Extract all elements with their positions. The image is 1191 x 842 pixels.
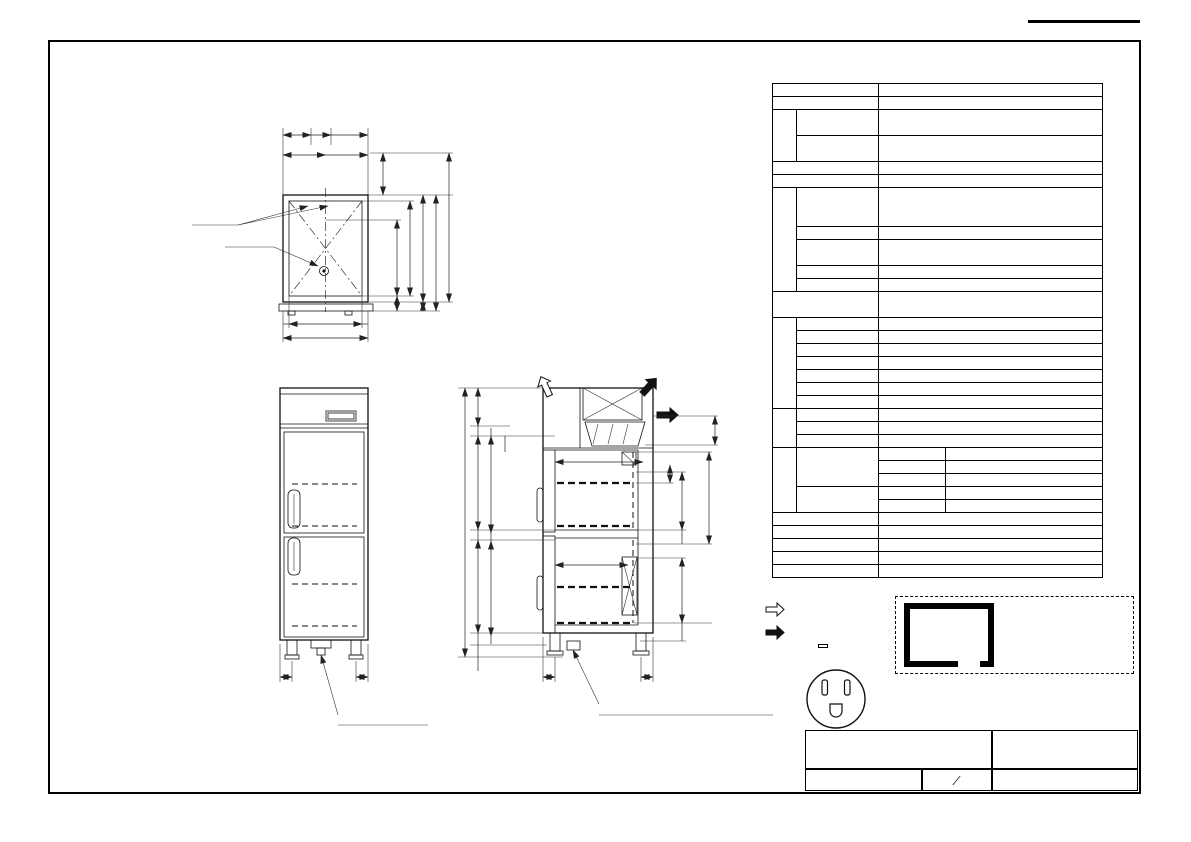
spec-sublabel [878, 486, 946, 500]
date-cell [805, 769, 922, 791]
scale-cell: ⁄ [922, 769, 992, 791]
spec-value [878, 265, 1103, 279]
min-install-area-box [895, 596, 1134, 674]
spec-value [878, 343, 1103, 357]
spec-label [796, 486, 879, 513]
spec-value [878, 174, 1103, 188]
title-block: ⁄ [805, 730, 1138, 791]
spec-label [772, 564, 879, 578]
spec-label [796, 382, 879, 396]
spec-label [796, 226, 879, 240]
reference-no-cell [992, 730, 1138, 769]
spec-label [796, 317, 879, 331]
cad-drawing [192, 128, 785, 726]
room-door-gap [958, 661, 980, 667]
airflow-legend [765, 601, 785, 641]
spec-label [796, 239, 879, 266]
spec-sublabel [878, 473, 946, 487]
room-outline-icon [904, 603, 994, 667]
spec-value [945, 447, 1103, 461]
spec-label [772, 551, 879, 565]
addressee-cell [805, 730, 992, 769]
spec-value [878, 434, 1103, 448]
spec-value [878, 135, 1103, 162]
spec-value [878, 369, 1103, 383]
spec-value [878, 239, 1103, 266]
spec-label [772, 174, 879, 188]
spec-value [878, 330, 1103, 344]
spec-value [878, 382, 1103, 396]
spec-table [772, 83, 1103, 578]
power-plug-icon [806, 669, 866, 729]
spec-label [772, 512, 879, 526]
spec-value [878, 291, 1103, 318]
side-view [458, 376, 773, 716]
spec-value [878, 187, 1103, 227]
brand-logo [1028, 18, 1140, 23]
spec-value [878, 408, 1103, 422]
spec-group [772, 187, 797, 292]
spec-value [945, 499, 1103, 513]
outlet-shape-label [818, 644, 828, 648]
spec-label [796, 187, 879, 227]
spec-value [878, 421, 1103, 435]
blowout-arrow-icon [765, 624, 785, 641]
spec-value [878, 83, 1103, 97]
spec-label [772, 96, 879, 110]
spec-label [796, 278, 879, 292]
spec-value [878, 317, 1103, 331]
spec-value [878, 395, 1103, 409]
spec-value [878, 564, 1103, 578]
spec-value [945, 486, 1103, 500]
spec-label [796, 447, 879, 487]
spec-label [772, 83, 879, 97]
spec-group [772, 317, 797, 409]
spec-value [878, 109, 1103, 136]
spec-label [796, 265, 879, 279]
spec-label [772, 291, 879, 318]
front-view [279, 387, 428, 726]
spec-label [796, 395, 879, 409]
spec-value [878, 356, 1103, 370]
spec-label [796, 434, 879, 448]
spec-label [796, 356, 879, 370]
spec-sublabel [878, 499, 946, 513]
spec-label [796, 408, 879, 422]
spec-label [796, 421, 879, 435]
spec-value [878, 96, 1103, 110]
spec-value [878, 538, 1103, 552]
spec-value [878, 278, 1103, 292]
spec-label [796, 109, 879, 136]
spec-value [878, 161, 1103, 175]
spec-sublabel [878, 460, 946, 474]
suction-arrow-icon [765, 601, 785, 618]
spec-label [772, 525, 879, 539]
spec-label [796, 369, 879, 383]
spec-group [772, 408, 797, 448]
spec-group [772, 109, 797, 162]
spec-label [772, 161, 879, 175]
spec-label [772, 538, 879, 552]
spec-group [772, 447, 797, 513]
spec-value [945, 473, 1103, 487]
spec-value [878, 512, 1103, 526]
spec-value [878, 525, 1103, 539]
spec-label [796, 135, 879, 162]
drawing-no-cell [992, 769, 1138, 791]
drawing-frame-border [48, 40, 1141, 794]
spec-value [945, 460, 1103, 474]
spec-label [796, 343, 879, 357]
spec-value [878, 226, 1103, 240]
spec-sublabel [878, 447, 946, 461]
spec-label [796, 330, 879, 344]
plan-view [192, 128, 453, 342]
spec-value [878, 551, 1103, 565]
